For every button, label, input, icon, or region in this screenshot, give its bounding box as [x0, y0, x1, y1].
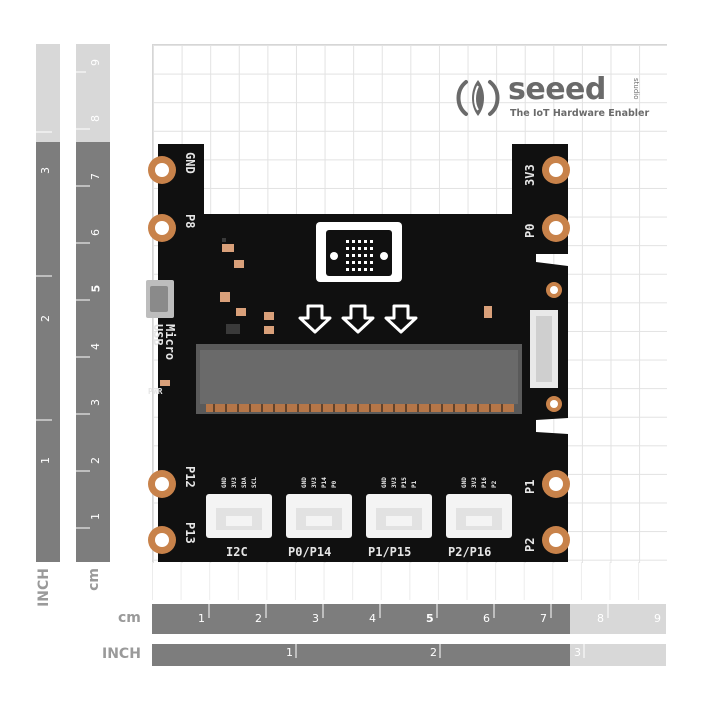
grove-pin-label: GND: [381, 477, 388, 488]
cm-tick: 4: [369, 612, 376, 625]
grove-port-p1-p15[interactable]: [366, 494, 432, 538]
grove-pin-label: GND: [221, 477, 228, 488]
inch-tick: 3: [574, 646, 581, 659]
grove-port-label: I2C: [226, 545, 248, 559]
bottom-inch-label: INCH: [102, 646, 141, 662]
grove-pin-label: GND: [461, 477, 468, 488]
bottom-cm-label: cm: [118, 610, 141, 626]
measurement-grid-lower: [152, 562, 666, 600]
left-inch-ruler: 3 2 1: [36, 44, 60, 562]
arrow-down-icon: [298, 304, 332, 334]
pad-label: P13: [183, 522, 197, 544]
edge-pads-right: [542, 156, 570, 554]
seeed-logo: seeed studio The IoT Hardware Enabler: [452, 72, 652, 126]
brand-name: seeed: [508, 72, 606, 107]
micro-usb-port: [146, 280, 174, 318]
pwr-led: [160, 380, 170, 386]
grove-pin-label: SDA: [241, 477, 248, 488]
grove-pin-label: GND: [301, 477, 308, 488]
pad-label: P0: [523, 224, 537, 238]
grove-port-label: P0/P14: [288, 545, 331, 559]
pad-label: 3V3: [523, 164, 537, 186]
grove-pin-label: P16: [481, 477, 488, 488]
grove-pin-label: 3V3: [391, 477, 398, 488]
brand-studio: studio: [632, 78, 640, 100]
left-cm-ruler: 9 8 7 6 5 4 3 2 1: [76, 44, 110, 562]
pad-label: P1: [523, 480, 537, 494]
brand-tagline: The IoT Hardware Enabler: [510, 108, 650, 119]
pad-label: P2: [523, 538, 537, 552]
inch-tick: 2: [430, 646, 437, 659]
grove-pin-label: P1: [411, 480, 418, 488]
grove-pin-label: 3V3: [311, 477, 318, 488]
seeed-logo-icon: [456, 80, 500, 116]
cm-tick: 3: [312, 612, 319, 625]
grove-pin-label: 3V3: [231, 477, 238, 488]
microbit-icon: [316, 222, 402, 282]
bottom-inch-ruler: 1 2 3: [152, 644, 666, 666]
grove-port-p0-p14[interactable]: [286, 494, 352, 538]
pwr-label: PWR: [148, 387, 163, 396]
cm-tick: 1: [198, 612, 205, 625]
cm-tick: 9: [654, 612, 661, 625]
grove-pin-label: SCL: [251, 477, 258, 488]
inch-tick: 1: [286, 646, 293, 659]
arrow-down-icon: [384, 304, 418, 334]
grove-port-i2c[interactable]: [206, 494, 272, 538]
grove-port-p2-p16[interactable]: [446, 494, 512, 538]
pad-label: GND: [183, 152, 197, 174]
cm-tick: 5: [426, 612, 434, 625]
cm-tick: 8: [597, 612, 604, 625]
pad-label: P12: [183, 466, 197, 488]
insert-arrows: [298, 304, 418, 334]
usb-label: Micro: [163, 324, 177, 360]
usb-label: USB: [151, 324, 165, 346]
grove-pin-label: 3V3: [471, 477, 478, 488]
arrow-down-icon: [341, 304, 375, 334]
cm-tick: 2: [255, 612, 262, 625]
grove-port-label: P2/P16: [448, 545, 491, 559]
pad-label: P8: [183, 214, 197, 228]
edge-pads-left: [148, 156, 176, 554]
cm-tick: 7: [540, 612, 547, 625]
cm-tick: 6: [483, 612, 490, 625]
bottom-cm-ruler: 1 2 3 4 5 6 7 8 9: [152, 604, 666, 634]
grove-port-label: P1/P15: [368, 545, 411, 559]
fpc-connector: [530, 310, 558, 388]
grove-pin-label: P15: [401, 477, 408, 488]
edge-connector-slot: [196, 344, 522, 414]
grove-pin-label: P0: [331, 480, 338, 488]
grove-pin-label: P14: [321, 477, 328, 488]
grove-pin-label: P2: [491, 480, 498, 488]
